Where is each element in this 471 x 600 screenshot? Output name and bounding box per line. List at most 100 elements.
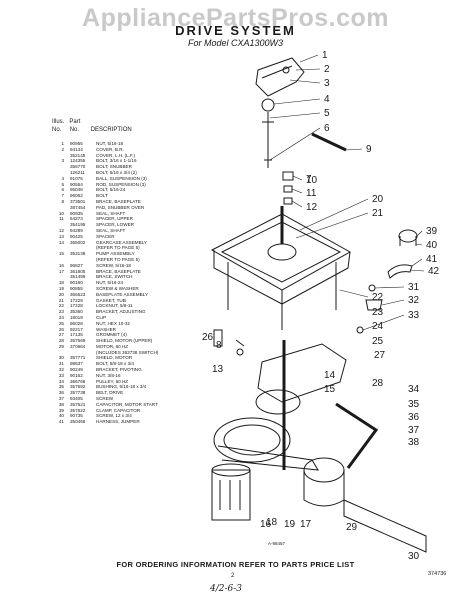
callout-5: 5 <box>324 108 330 119</box>
legend-part-no: 351499 <box>70 274 86 280</box>
legend-illus-no: 29 <box>58 343 64 349</box>
callout-leader-line <box>269 112 321 119</box>
nut-33-part <box>356 326 364 334</box>
baseplate-rim <box>213 250 351 305</box>
legend-part-no: 98637 <box>70 361 83 367</box>
bolt-31-part <box>368 284 376 292</box>
bracket-pivot-part <box>365 299 383 311</box>
legend-illus-no: 36 <box>58 390 64 396</box>
callout-33: 33 <box>408 310 420 321</box>
gearcase-part <box>257 343 347 403</box>
callout-leader-line <box>273 98 321 105</box>
legend-description: PULLEY, 60 HZ <box>96 378 129 384</box>
legend-header-row2: No. No. DESCRIPTION <box>52 127 132 134</box>
legend-illus-no: 41 <box>58 419 64 425</box>
legend-description: GROMMET (4) <box>96 332 127 338</box>
legend-description: BALL, SUSPENSION (3) <box>96 175 147 181</box>
callout-7: 7 <box>306 174 312 185</box>
callout-leader-line <box>299 198 369 231</box>
callout-leader-line <box>295 68 321 71</box>
legend-illus-no: 10 <box>58 210 64 216</box>
callout-39: 39 <box>426 226 438 237</box>
legend-description: BOLT, 3/16 x 1-1/16 <box>96 158 137 164</box>
callout-leader-line <box>299 54 319 63</box>
legend-part-no: 387454 <box>70 204 86 210</box>
pump-part <box>255 389 301 415</box>
legend-illus-no: 40 <box>58 413 64 419</box>
callout-leader-line <box>362 314 405 331</box>
legend-description: COVER, B.R. <box>96 146 124 152</box>
callout-34: 34 <box>408 384 420 395</box>
suspension-ball-part <box>261 98 275 112</box>
legend-description: COVER, L.H. (L.F.) <box>96 152 136 158</box>
callout-leader-line <box>291 200 303 208</box>
legend-illus-no: 33 <box>58 372 64 378</box>
figure-code: A-98457 <box>268 541 286 546</box>
callout-leader-line <box>374 286 405 289</box>
legend-part-no: 54273 <box>70 216 83 222</box>
legend-description: BRACKET, PIVOTING <box>96 367 142 373</box>
legend-header-description: DESCRIPTION <box>90 127 132 133</box>
callout-3: 3 <box>324 78 330 89</box>
legend-illus-no: 23 <box>58 309 64 315</box>
callout-leader-line <box>291 188 303 194</box>
legend-description: BOLT, 5/16 x 3/4 (2) <box>96 169 137 175</box>
callout-41: 41 <box>426 254 438 265</box>
legend-part-no: 90955 <box>70 141 83 146</box>
legend-header-illus: Illus. <box>52 119 65 125</box>
capacitor-part <box>398 229 418 243</box>
shaft-seal-part <box>282 171 294 181</box>
legend-part-no: 90855 <box>70 285 83 291</box>
legend-description: WASHER <box>96 326 116 332</box>
legend-part-no: 357622 <box>70 407 86 413</box>
watermark: AppliancePartsPros.com <box>82 4 389 32</box>
legend-part-no: 90554 <box>70 181 83 187</box>
callout-23: 23 <box>372 307 384 318</box>
legend-part-no: 355770 <box>70 164 86 170</box>
legend-illus-no: 28 <box>58 338 64 344</box>
legend-illus-no: 22 <box>58 303 64 309</box>
callout-18: 18 <box>266 517 278 528</box>
motor-shield-upper-part <box>303 457 345 483</box>
legend-illus-no: 14 <box>58 239 64 245</box>
spacer-part <box>283 185 293 193</box>
suspension-rod-detail <box>262 121 274 161</box>
legend-illus-no: 8 <box>61 198 64 204</box>
legend-part-no: 354195 <box>70 222 86 228</box>
cover-bracket-hole <box>282 66 290 74</box>
legend-description: PAD, SNUBBER OVER <box>96 204 145 210</box>
callout-11: 11 <box>306 188 317 199</box>
legend-part-no: 366766 <box>70 378 86 384</box>
legend-part-no: 90735 <box>70 413 83 419</box>
legend-part-no: 124355 <box>70 158 86 164</box>
callout-19: 19 <box>284 519 296 530</box>
legend-row: (REFER TO PAGE 5) <box>54 245 174 251</box>
legend-description: NUT, HEX 10-32 <box>96 320 130 326</box>
legend-header-part: Part <box>69 119 81 125</box>
legend-illus-no: 25 <box>58 320 64 326</box>
legend-part-no: 90160 <box>70 280 83 286</box>
snubber-pad-part <box>311 132 347 152</box>
callout-24: 24 <box>372 321 384 332</box>
legend-illus-no: 30 <box>58 355 64 361</box>
legend-part-no: 94134 <box>70 146 83 152</box>
legend-description: BOLT, 5/16-24 <box>96 187 126 193</box>
callout-leader-line <box>381 299 405 306</box>
callout-leader-line <box>292 175 303 181</box>
legend-part-no: 357569 <box>70 338 86 344</box>
legend-part-no: 93405 <box>70 396 83 402</box>
legend-part-no: 357621 <box>70 401 86 407</box>
